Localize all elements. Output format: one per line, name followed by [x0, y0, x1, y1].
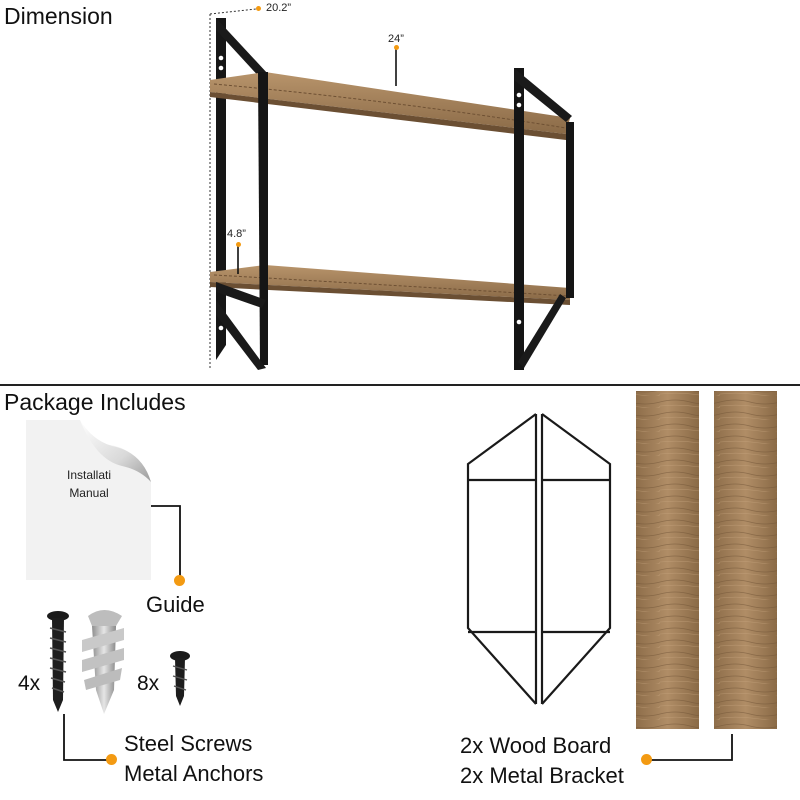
- small-screw-quantity: 8x: [137, 672, 160, 695]
- thickness-marker-dot: [236, 242, 241, 247]
- metal-anchor: [82, 610, 124, 714]
- long-screw: [47, 611, 69, 712]
- hardware-caption-line-2: Metal Anchors: [124, 760, 264, 786]
- depth-marker-dot: [256, 6, 261, 11]
- thickness-label: 4.8”: [227, 228, 246, 240]
- boards-caption-line-1: 2x Wood Board: [460, 733, 612, 758]
- bottom-wood-board: [210, 265, 570, 300]
- hardware-caption-line-1: Steel Screws: [124, 731, 253, 756]
- metal-bracket-left: [466, 413, 538, 705]
- width-marker-dot: [394, 45, 399, 50]
- manual-line-1: Installati: [66, 468, 112, 482]
- right-front-bracket: [566, 122, 574, 298]
- wood-board-left: [636, 391, 699, 729]
- small-screw: [170, 651, 190, 706]
- width-label: 24”: [388, 33, 404, 45]
- hardware-marker-dot: [106, 754, 117, 765]
- package-includes-title: Package Includes: [4, 389, 186, 415]
- section-divider: [0, 384, 800, 386]
- shelf-illustration: [209, 8, 574, 370]
- dimension-title: Dimension: [4, 3, 113, 29]
- manual-line-2: Manual: [69, 486, 109, 500]
- screw-quantity: 4x: [18, 672, 41, 695]
- boards-caption-line-2: 2x Metal Bracket: [460, 762, 624, 788]
- guide-marker-dot: [174, 575, 185, 586]
- boards-marker-dot: [641, 754, 652, 765]
- manual-text: Installati Manual: [44, 466, 134, 502]
- hardware-caption: Steel Screws Metal Anchors: [124, 729, 263, 788]
- right-rear-bracket: [514, 68, 524, 370]
- guide-caption: Guide: [146, 592, 205, 617]
- left-front-bracket: [258, 72, 268, 365]
- depth-label: 20.2”: [266, 2, 292, 14]
- wood-board-right: [714, 391, 777, 729]
- metal-bracket-right: [540, 413, 612, 705]
- boards-caption: 2x Wood Board 2x Metal Bracket: [460, 731, 624, 790]
